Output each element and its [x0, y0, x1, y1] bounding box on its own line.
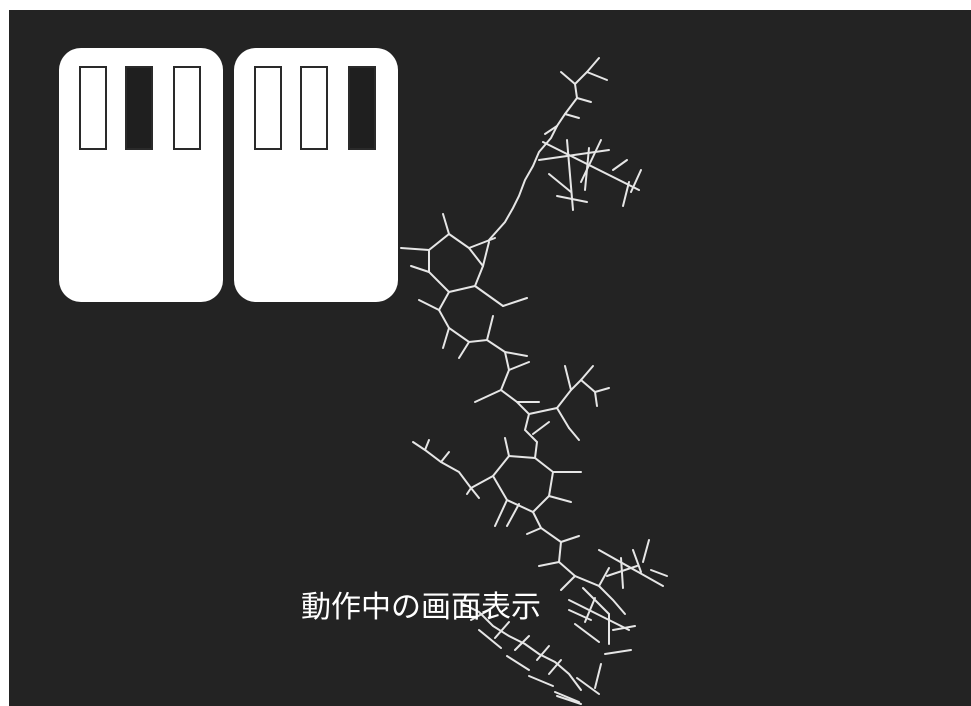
indicator-slot-3	[173, 66, 201, 150]
indicator-slot-1	[79, 66, 107, 150]
molecule-structure-icon	[400, 57, 668, 705]
indicator-slot-1	[254, 66, 282, 150]
indicator-group-left	[59, 48, 223, 302]
indicator-slot-2	[125, 66, 153, 150]
indicator-group-right	[234, 48, 398, 302]
indicator-slot-2	[300, 66, 328, 150]
screen-caption: 動作中の画面表示	[301, 590, 541, 625]
indicator-slot-3	[348, 66, 376, 150]
screen-display: 動作中の画面表示	[9, 10, 971, 706]
